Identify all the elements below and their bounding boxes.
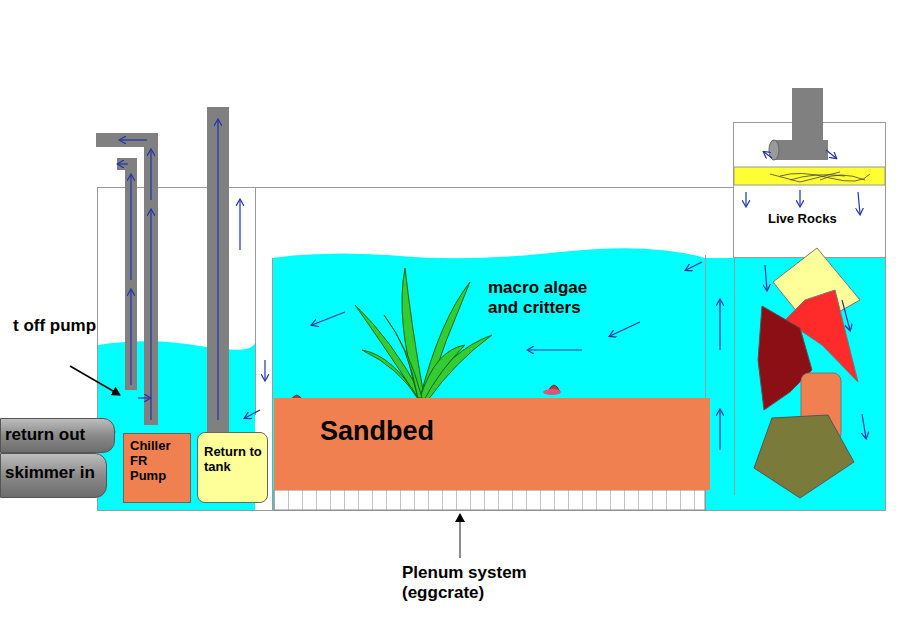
skimmer-pipe: skimmer in xyxy=(0,453,107,498)
node-text: return out xyxy=(5,425,110,445)
return-pipe: return out xyxy=(0,418,115,453)
node-text: Chiller FR Pump xyxy=(130,439,182,484)
area-label: Live Rocks xyxy=(768,212,868,227)
node-text: Sandbed xyxy=(320,416,710,447)
chiller-pump-box: Chiller FR Pump xyxy=(123,433,191,503)
area-label: macro algae and critters xyxy=(488,278,613,317)
sandbed: Sandbed xyxy=(274,398,710,490)
node-text: skimmer in xyxy=(5,463,102,483)
return-pump-box: Return to tank xyxy=(197,432,268,503)
part-label: Plenum system (eggcrate) xyxy=(402,563,552,602)
callout-label: t off pump xyxy=(13,316,123,336)
node-text: Return to tank xyxy=(204,445,264,475)
